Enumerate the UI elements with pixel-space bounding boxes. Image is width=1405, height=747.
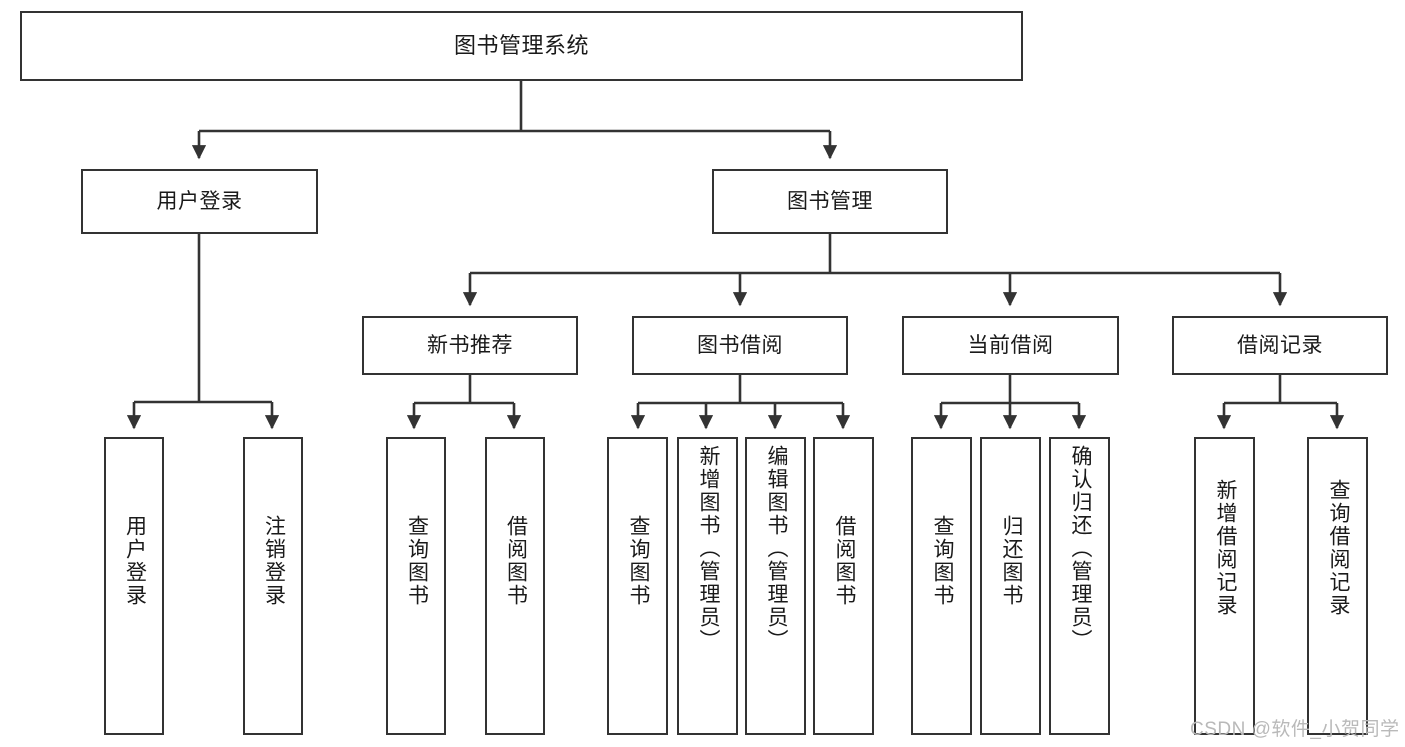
node-label: 查询图书: [405, 515, 429, 607]
node-label: 用户登录: [156, 189, 243, 213]
leaf-return-book[interactable]: 归还图书: [980, 437, 1041, 735]
node-label: 图书管理系统: [453, 32, 589, 58]
node-label: 借阅图书: [504, 515, 528, 607]
leaf-borrow-book-recommend[interactable]: 借阅图书: [485, 437, 545, 735]
node-label: 查询借阅记录: [1326, 479, 1350, 617]
node-borrow-record[interactable]: 借阅记录: [1172, 316, 1388, 375]
node-label: 编辑图书（管理员）: [764, 445, 788, 652]
node-user-login[interactable]: 用户登录: [81, 169, 318, 234]
leaf-logout-login[interactable]: 注销登录: [243, 437, 303, 735]
node-label: 注销登录: [262, 515, 286, 607]
leaf-borrow-book-borrow[interactable]: 借阅图书: [813, 437, 874, 735]
leaf-query-borrow-record[interactable]: 查询借阅记录: [1307, 437, 1368, 735]
node-book-borrow[interactable]: 图书借阅: [632, 316, 848, 375]
node-label: 新书推荐: [427, 333, 513, 357]
node-book-management[interactable]: 图书管理: [712, 169, 948, 234]
node-new-book-recommend[interactable]: 新书推荐: [362, 316, 578, 375]
node-label: 借阅记录: [1237, 333, 1323, 357]
leaf-user-login[interactable]: 用户登录: [104, 437, 164, 735]
leaf-query-book-current[interactable]: 查询图书: [911, 437, 972, 735]
node-label: 新增图书（管理员）: [696, 445, 720, 652]
node-label: 用户登录: [123, 515, 147, 607]
watermark-csdn: CSDN @软件_小贺同学: [1190, 719, 1400, 740]
node-label: 确认归还（管理员）: [1068, 445, 1092, 652]
node-label: 查询图书: [626, 515, 650, 607]
node-label: 借阅图书: [832, 515, 856, 607]
leaf-edit-book-admin[interactable]: 编辑图书（管理员）: [745, 437, 806, 735]
node-label: 当前借阅: [967, 333, 1054, 357]
node-label: 查询图书: [930, 515, 954, 607]
node-label: 新增借阅记录: [1213, 479, 1237, 617]
node-current-borrow[interactable]: 当前借阅: [902, 316, 1119, 375]
leaf-query-book-borrow[interactable]: 查询图书: [607, 437, 668, 735]
node-root-book-management-system[interactable]: 图书管理系统: [20, 11, 1023, 81]
leaf-confirm-return-admin[interactable]: 确认归还（管理员）: [1049, 437, 1110, 735]
leaf-add-borrow-record[interactable]: 新增借阅记录: [1194, 437, 1255, 735]
leaf-query-book-recommend[interactable]: 查询图书: [386, 437, 446, 735]
node-label: 图书借阅: [697, 333, 783, 357]
leaf-add-book-admin[interactable]: 新增图书（管理员）: [677, 437, 738, 735]
node-label: 图书管理: [787, 189, 873, 213]
node-label: 归还图书: [999, 515, 1023, 607]
